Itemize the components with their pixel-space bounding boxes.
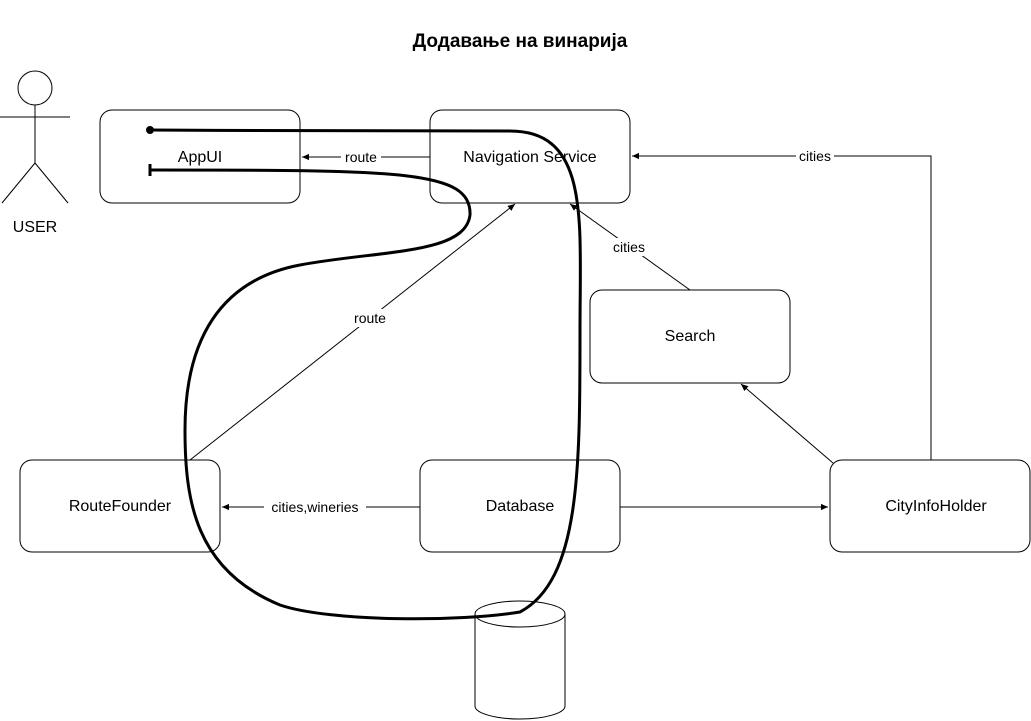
node-appui-label: AppUI xyxy=(178,149,222,166)
edge-search-to-nav: cities xyxy=(569,203,691,291)
freehand-loop-annotation xyxy=(146,126,582,621)
node-route-founder-label: RouteFounder xyxy=(69,498,172,515)
actor-left-leg xyxy=(1,162,36,204)
actor-head-icon xyxy=(17,70,53,106)
edge-routefounder-to-nav-label: route xyxy=(354,310,386,326)
node-navigation-service-label: Navigation Service xyxy=(463,149,597,166)
user-actor[interactable]: USER xyxy=(0,70,70,236)
edge-database-to-routefounder: cities,wineries xyxy=(222,498,420,516)
actor-right-leg xyxy=(34,162,69,204)
edge-nav-to-appui-label: route xyxy=(345,149,377,165)
edge-search-to-nav-label: cities xyxy=(613,239,645,255)
edge-cityinfo-to-nav: cities xyxy=(632,147,932,460)
node-city-info-holder[interactable]: CityInfoHolder xyxy=(829,459,1031,553)
edge-cityinfo-to-search xyxy=(740,383,834,464)
diagram-title: Додавање на винарија xyxy=(413,31,628,52)
node-search[interactable]: Search xyxy=(589,289,791,384)
database-cylinder-icon xyxy=(474,600,566,720)
node-route-founder[interactable]: RouteFounder xyxy=(19,459,221,553)
node-city-info-holder-label: CityInfoHolder xyxy=(885,498,987,515)
node-search-label: Search xyxy=(665,328,716,345)
edge-database-to-routefounder-label: cities,wineries xyxy=(271,499,358,515)
actor-label: USER xyxy=(13,219,57,236)
node-navigation-service[interactable]: Navigation Service xyxy=(429,109,631,204)
node-database[interactable]: Database xyxy=(419,459,621,553)
loop-start-dot-icon xyxy=(146,126,154,134)
edge-routefounder-to-nav: route xyxy=(189,203,516,461)
node-appui[interactable]: AppUI xyxy=(99,109,301,204)
edge-nav-to-appui: route xyxy=(302,148,430,166)
node-database-label: Database xyxy=(486,498,555,515)
edge-cityinfo-to-nav-label: cities xyxy=(799,148,831,164)
